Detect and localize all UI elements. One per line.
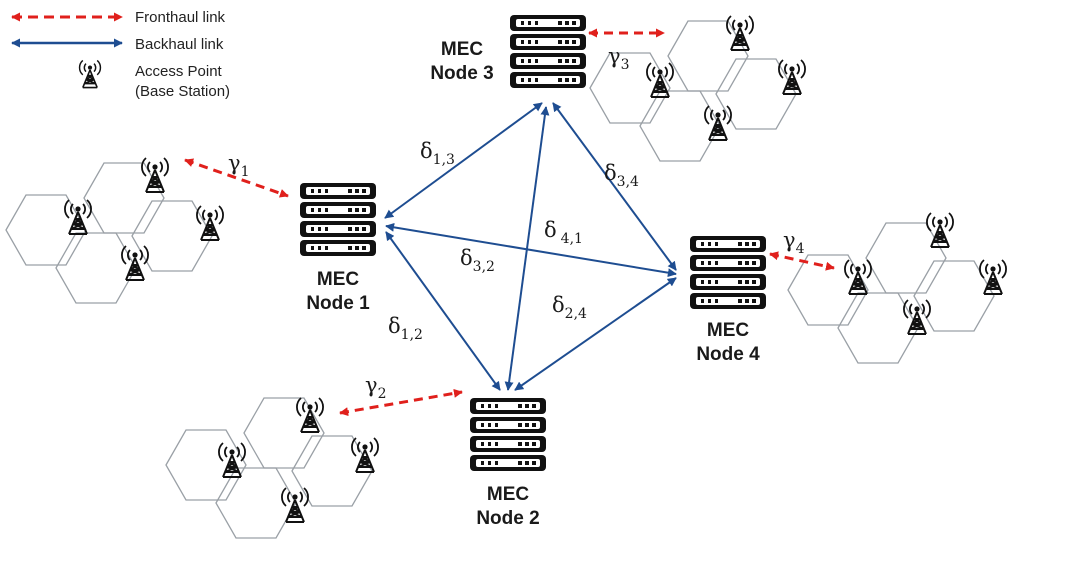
node-1-label-line2: Node 1 (306, 293, 370, 314)
node-2-label-line2: Node 2 (476, 508, 539, 529)
node-3-label-line1: MEC (441, 39, 484, 60)
backhaul-links (384, 102, 677, 391)
delta-3-4-label: δ3,4 (604, 161, 639, 190)
cell-tower-icon (925, 212, 955, 248)
hex-cluster-1 (5, 162, 213, 304)
delta-1-2-label: δ1,2 (388, 314, 423, 343)
node-4-label-line1: MEC (707, 320, 750, 341)
fronthaul-link-4 (769, 251, 835, 271)
node-3-label-line2: Node 3 (430, 63, 493, 84)
gamma-4-label: γ4 (783, 228, 805, 257)
server-rack-icon (690, 236, 766, 309)
node-4-label-line2: Node 4 (696, 344, 760, 365)
access-point-legend-icon (78, 59, 102, 89)
cell-tower-icon (217, 442, 247, 478)
node-1-label-line1: MEC (317, 269, 360, 290)
cell-tower-icon (195, 205, 225, 241)
fronthaul-link-2 (339, 388, 463, 417)
fronthaul-links (184, 28, 835, 417)
hex-cluster-2 (165, 397, 373, 539)
cell-tower-icon (645, 62, 675, 98)
cluster-3 (589, 15, 807, 162)
gamma-2-label: γ2 (365, 373, 386, 402)
delta-3-2-label: δ3,2 (460, 246, 495, 275)
cell-tower-icon (777, 59, 807, 95)
cluster-2 (165, 397, 380, 539)
cluster-4 (787, 212, 1008, 364)
backhaul-link-1-3 (384, 102, 543, 219)
backhaul-legend-label: Backhaul link (135, 36, 224, 53)
node-2-label-line1: MEC (487, 484, 530, 505)
access-point-legend-sublabel: (Base Station) (135, 83, 230, 100)
gamma-1-label: γ1 (228, 151, 249, 180)
access-point-legend-label: Access Point (135, 63, 223, 80)
fronthaul-link-1 (184, 158, 289, 198)
fronthaul-legend-label: Fronthaul link (135, 9, 226, 26)
backhaul-link-2-4 (514, 277, 677, 391)
cluster-1 (5, 157, 225, 304)
server-rack-icon (300, 183, 376, 256)
delta-2-4-label: δ2,4 (552, 293, 587, 322)
backhaul-link-3-2 (504, 106, 550, 391)
fronthaul-labels: γ1 γ2 γ3 γ4 (228, 44, 805, 402)
cell-tower-icon (295, 397, 325, 433)
delta-1-3-label: δ1,3 (420, 139, 455, 168)
legend: Fronthaul link Backhaul link Access Poin… (11, 9, 230, 100)
hex-cluster-4 (787, 222, 995, 364)
hex-cluster-3 (589, 20, 797, 162)
backhaul-link-4-1 (385, 222, 677, 278)
node-labels: MEC Node 1 MEC Node 2 MEC Node 3 MEC Nod… (306, 39, 760, 529)
cell-tower-icon (902, 299, 932, 335)
gamma-3-label: γ3 (608, 44, 629, 73)
cell-tower-icon (140, 157, 170, 193)
cell-tower-icon (978, 259, 1008, 295)
server-rack-icon (470, 398, 546, 471)
server-rack-icon (510, 15, 586, 88)
cell-tower-icon (725, 15, 755, 51)
backhaul-link-1-2 (385, 231, 501, 391)
